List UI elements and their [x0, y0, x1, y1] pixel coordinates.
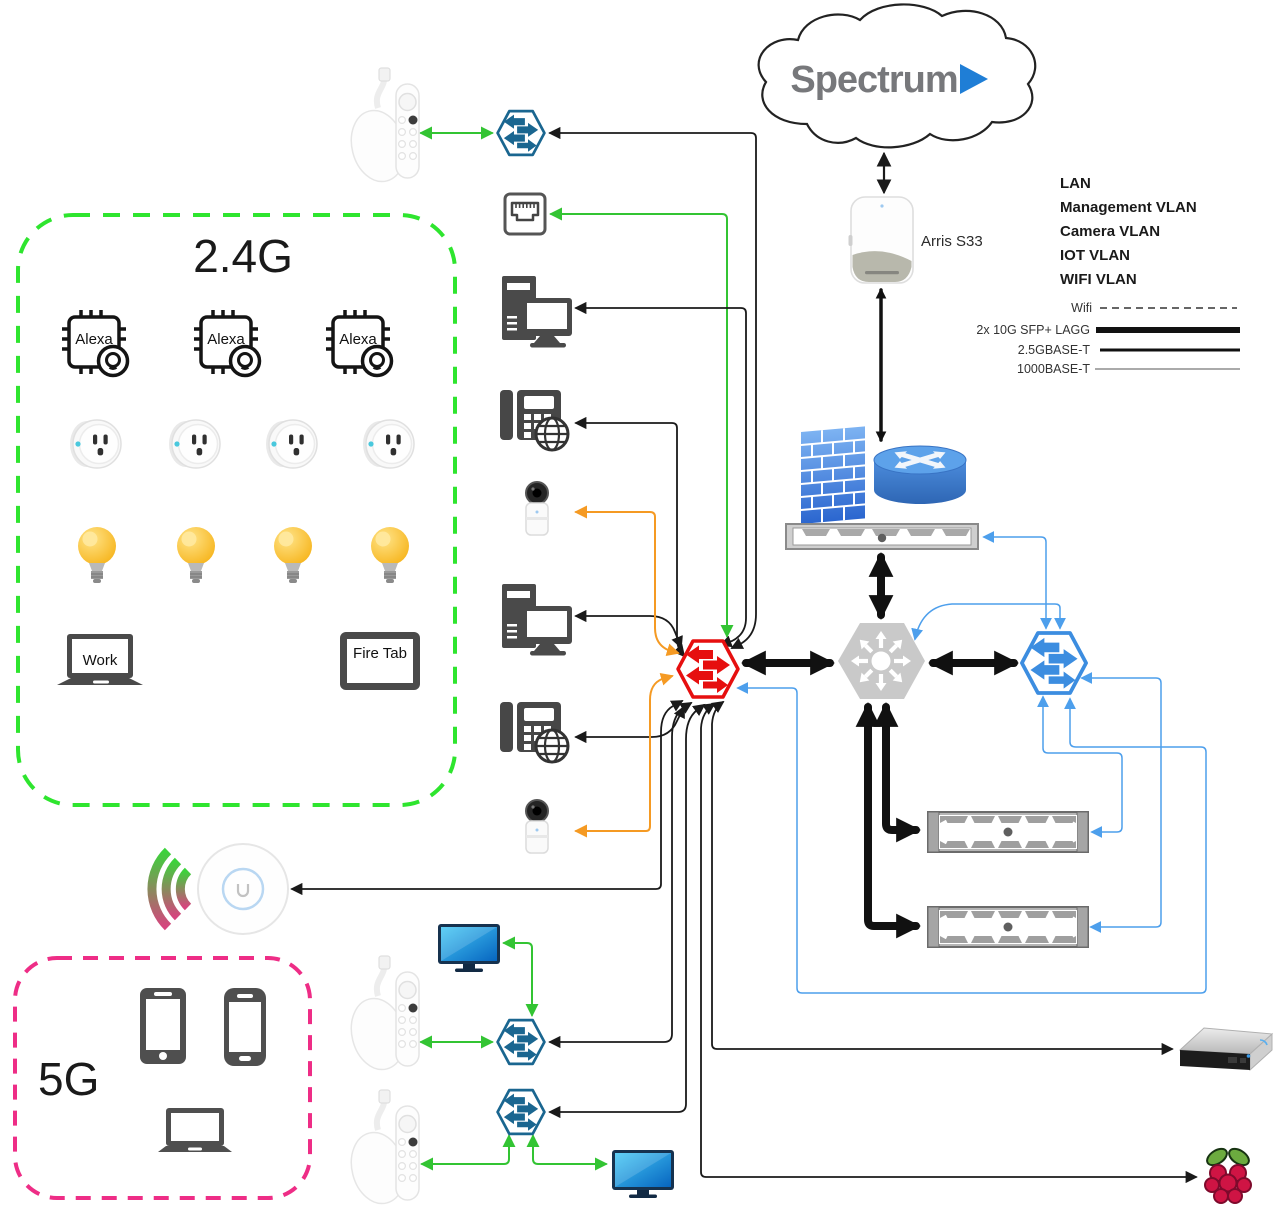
- desktop-pc-1: [502, 276, 572, 348]
- external-drive: [1179, 1027, 1273, 1071]
- link-miniswitch3-tv2: [526, 1134, 608, 1171]
- link-desktop2-redswitch: [574, 609, 683, 649]
- work-laptop: Work: [57, 634, 143, 685]
- link-ap-redswitch: [290, 700, 684, 896]
- fire-tablet: Fire Tab: [340, 632, 420, 690]
- legend-lagg-label: 2x 10G SFP+ LAGG: [976, 323, 1090, 337]
- zone-5g-title: 5G: [38, 1053, 99, 1105]
- mini-switch-1: [496, 109, 546, 157]
- modem-icon: [847, 196, 914, 284]
- link-redswitch-raspberrypi: [700, 702, 1198, 1184]
- legend-1g-label: 1000BASE-T: [1017, 362, 1090, 376]
- zone-24g-border: [16, 213, 457, 807]
- smart-plug-2: [168, 419, 221, 469]
- zone-24g-title: 2.4G: [193, 230, 293, 282]
- alexa-label-3: Alexa: [339, 331, 377, 348]
- modem-label: Arris S33: [921, 233, 983, 250]
- link-core-server2: [855, 702, 921, 939]
- legend-wifi-line-label: Wifi: [1071, 301, 1092, 315]
- personal-laptop: [158, 1108, 232, 1152]
- work-laptop-label: Work: [83, 652, 118, 669]
- ap-logo-icon: [236, 884, 250, 898]
- link-core-server1: [873, 702, 921, 843]
- tv-2: [612, 1150, 674, 1198]
- server-2: [927, 906, 1089, 948]
- voip-phone-2: [498, 700, 570, 764]
- smart-bulb-3: [273, 526, 313, 584]
- link-miniswitch1-redswitch: [548, 126, 757, 649]
- link-blueswitch-server1: [1037, 695, 1123, 838]
- legend-management-vlan: Management VLAN: [1060, 199, 1197, 216]
- alexa-label-2: Alexa: [207, 331, 245, 348]
- blue-switch-hexagon: [1020, 631, 1088, 695]
- legend: LAN Management VLAN Camera VLAN IOT VLAN…: [976, 175, 1240, 376]
- legend-iot-vlan: IOT VLAN: [1060, 247, 1130, 264]
- red-switch-hexagon: [676, 639, 740, 699]
- legend-camera-vlan: Camera VLAN: [1060, 223, 1160, 240]
- smart-bulb-4: [370, 526, 410, 584]
- raspberry-pi-icon: [1203, 1144, 1253, 1204]
- firewall-rack-icon: [785, 523, 979, 550]
- link-desktop1-redswitch: [574, 301, 747, 648]
- link-camera1-redswitch: [574, 505, 680, 657]
- link-redswitch-blueswitch-mgmt: [736, 682, 1207, 994]
- link-miniswitch2-redswitch: [548, 702, 693, 1049]
- legend-25g-label: 2.5GBASE-T: [1018, 343, 1091, 357]
- server-1: [927, 811, 1089, 853]
- zone-5g-border: [13, 956, 312, 1200]
- firewall-icon: [801, 426, 865, 524]
- link-camera2-redswitch: [574, 672, 674, 838]
- isp-cloud: Spectrum: [757, 3, 1037, 149]
- legend-lan: LAN: [1060, 175, 1091, 192]
- spectrum-arrow-icon: [960, 64, 988, 94]
- link-server2-blueswitch: [1080, 672, 1162, 933]
- camera-2: [525, 799, 549, 854]
- link-blueswitch-core: [911, 603, 1066, 641]
- mini-switch-3: [496, 1088, 546, 1136]
- camera-1: [525, 481, 549, 536]
- ap-body: [197, 843, 289, 935]
- ap-ring: [221, 867, 265, 911]
- links: [290, 126, 1207, 1184]
- chromecast-3: [344, 1090, 419, 1206]
- smartphone-2: [224, 988, 266, 1066]
- fire-tablet-label: Fire Tab: [353, 645, 407, 662]
- link-blueswitch-firewallrack: [982, 531, 1052, 630]
- legend-wifi-vlan: WIFI VLAN: [1060, 271, 1137, 288]
- chromecast-1: [344, 68, 419, 187]
- smart-plug-3: [265, 419, 318, 469]
- link-miniswitch3-chromecast3: [420, 1134, 516, 1171]
- smart-bulb-1: [77, 526, 117, 584]
- link-miniswitch3-redswitch: [548, 703, 706, 1119]
- zone-24g: 2.4G: [16, 213, 457, 807]
- smart-bulb-2: [176, 526, 216, 584]
- alexa-label-1: Alexa: [75, 331, 113, 348]
- wifi-wave-1: [175, 867, 192, 911]
- isp-name: Spectrum: [790, 59, 957, 101]
- desktop-pc-2: [502, 584, 572, 656]
- arris-modem: Arris S33: [847, 196, 983, 284]
- firewall-router: [785, 426, 979, 550]
- link-jack-redswitch: [549, 207, 734, 638]
- tv-1: [438, 924, 500, 972]
- ethernet-jack-icon: [503, 192, 547, 236]
- smart-plug-1: [69, 419, 122, 469]
- chromecast-2: [344, 956, 419, 1075]
- core-router-hexagon: [838, 623, 925, 699]
- link-tv1-miniswitch2: [502, 936, 539, 1017]
- link-redswitch-drive: [710, 700, 1174, 1056]
- zone-5g: 5G: [13, 956, 312, 1200]
- mini-switch-2: [496, 1018, 546, 1066]
- smartphone-1: [140, 988, 186, 1064]
- smart-plug-4: [362, 419, 415, 469]
- access-point: [147, 843, 289, 935]
- router-icon: [873, 445, 967, 504]
- voip-phone-1: [498, 388, 570, 452]
- wifi-wave-3: [147, 847, 172, 931]
- wifi-wave-2: [161, 857, 182, 921]
- cloud-shape: [757, 3, 1037, 149]
